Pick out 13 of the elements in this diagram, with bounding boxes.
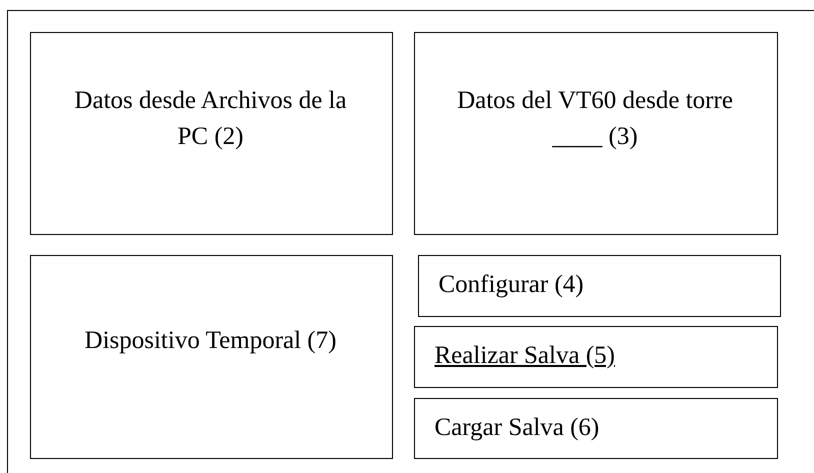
box-label: Dispositivo Temporal (7) (84, 326, 338, 356)
box-label: Cargar Salva (6) (434, 412, 600, 442)
box-label: Datos del VT60 desde torre ____ (3) (456, 86, 734, 152)
process-box (418, 254, 780, 316)
box-label: Datos desde Archivos de la PC (2) (73, 86, 348, 152)
process-box (30, 254, 392, 458)
box-label: Configurar (4) (438, 270, 584, 300)
process-box (414, 326, 778, 388)
process-box (414, 398, 778, 458)
frame-box (7, 10, 814, 473)
process-box (414, 32, 778, 234)
box-label: Realizar Salva (5) (434, 340, 615, 370)
process-box (30, 32, 392, 234)
